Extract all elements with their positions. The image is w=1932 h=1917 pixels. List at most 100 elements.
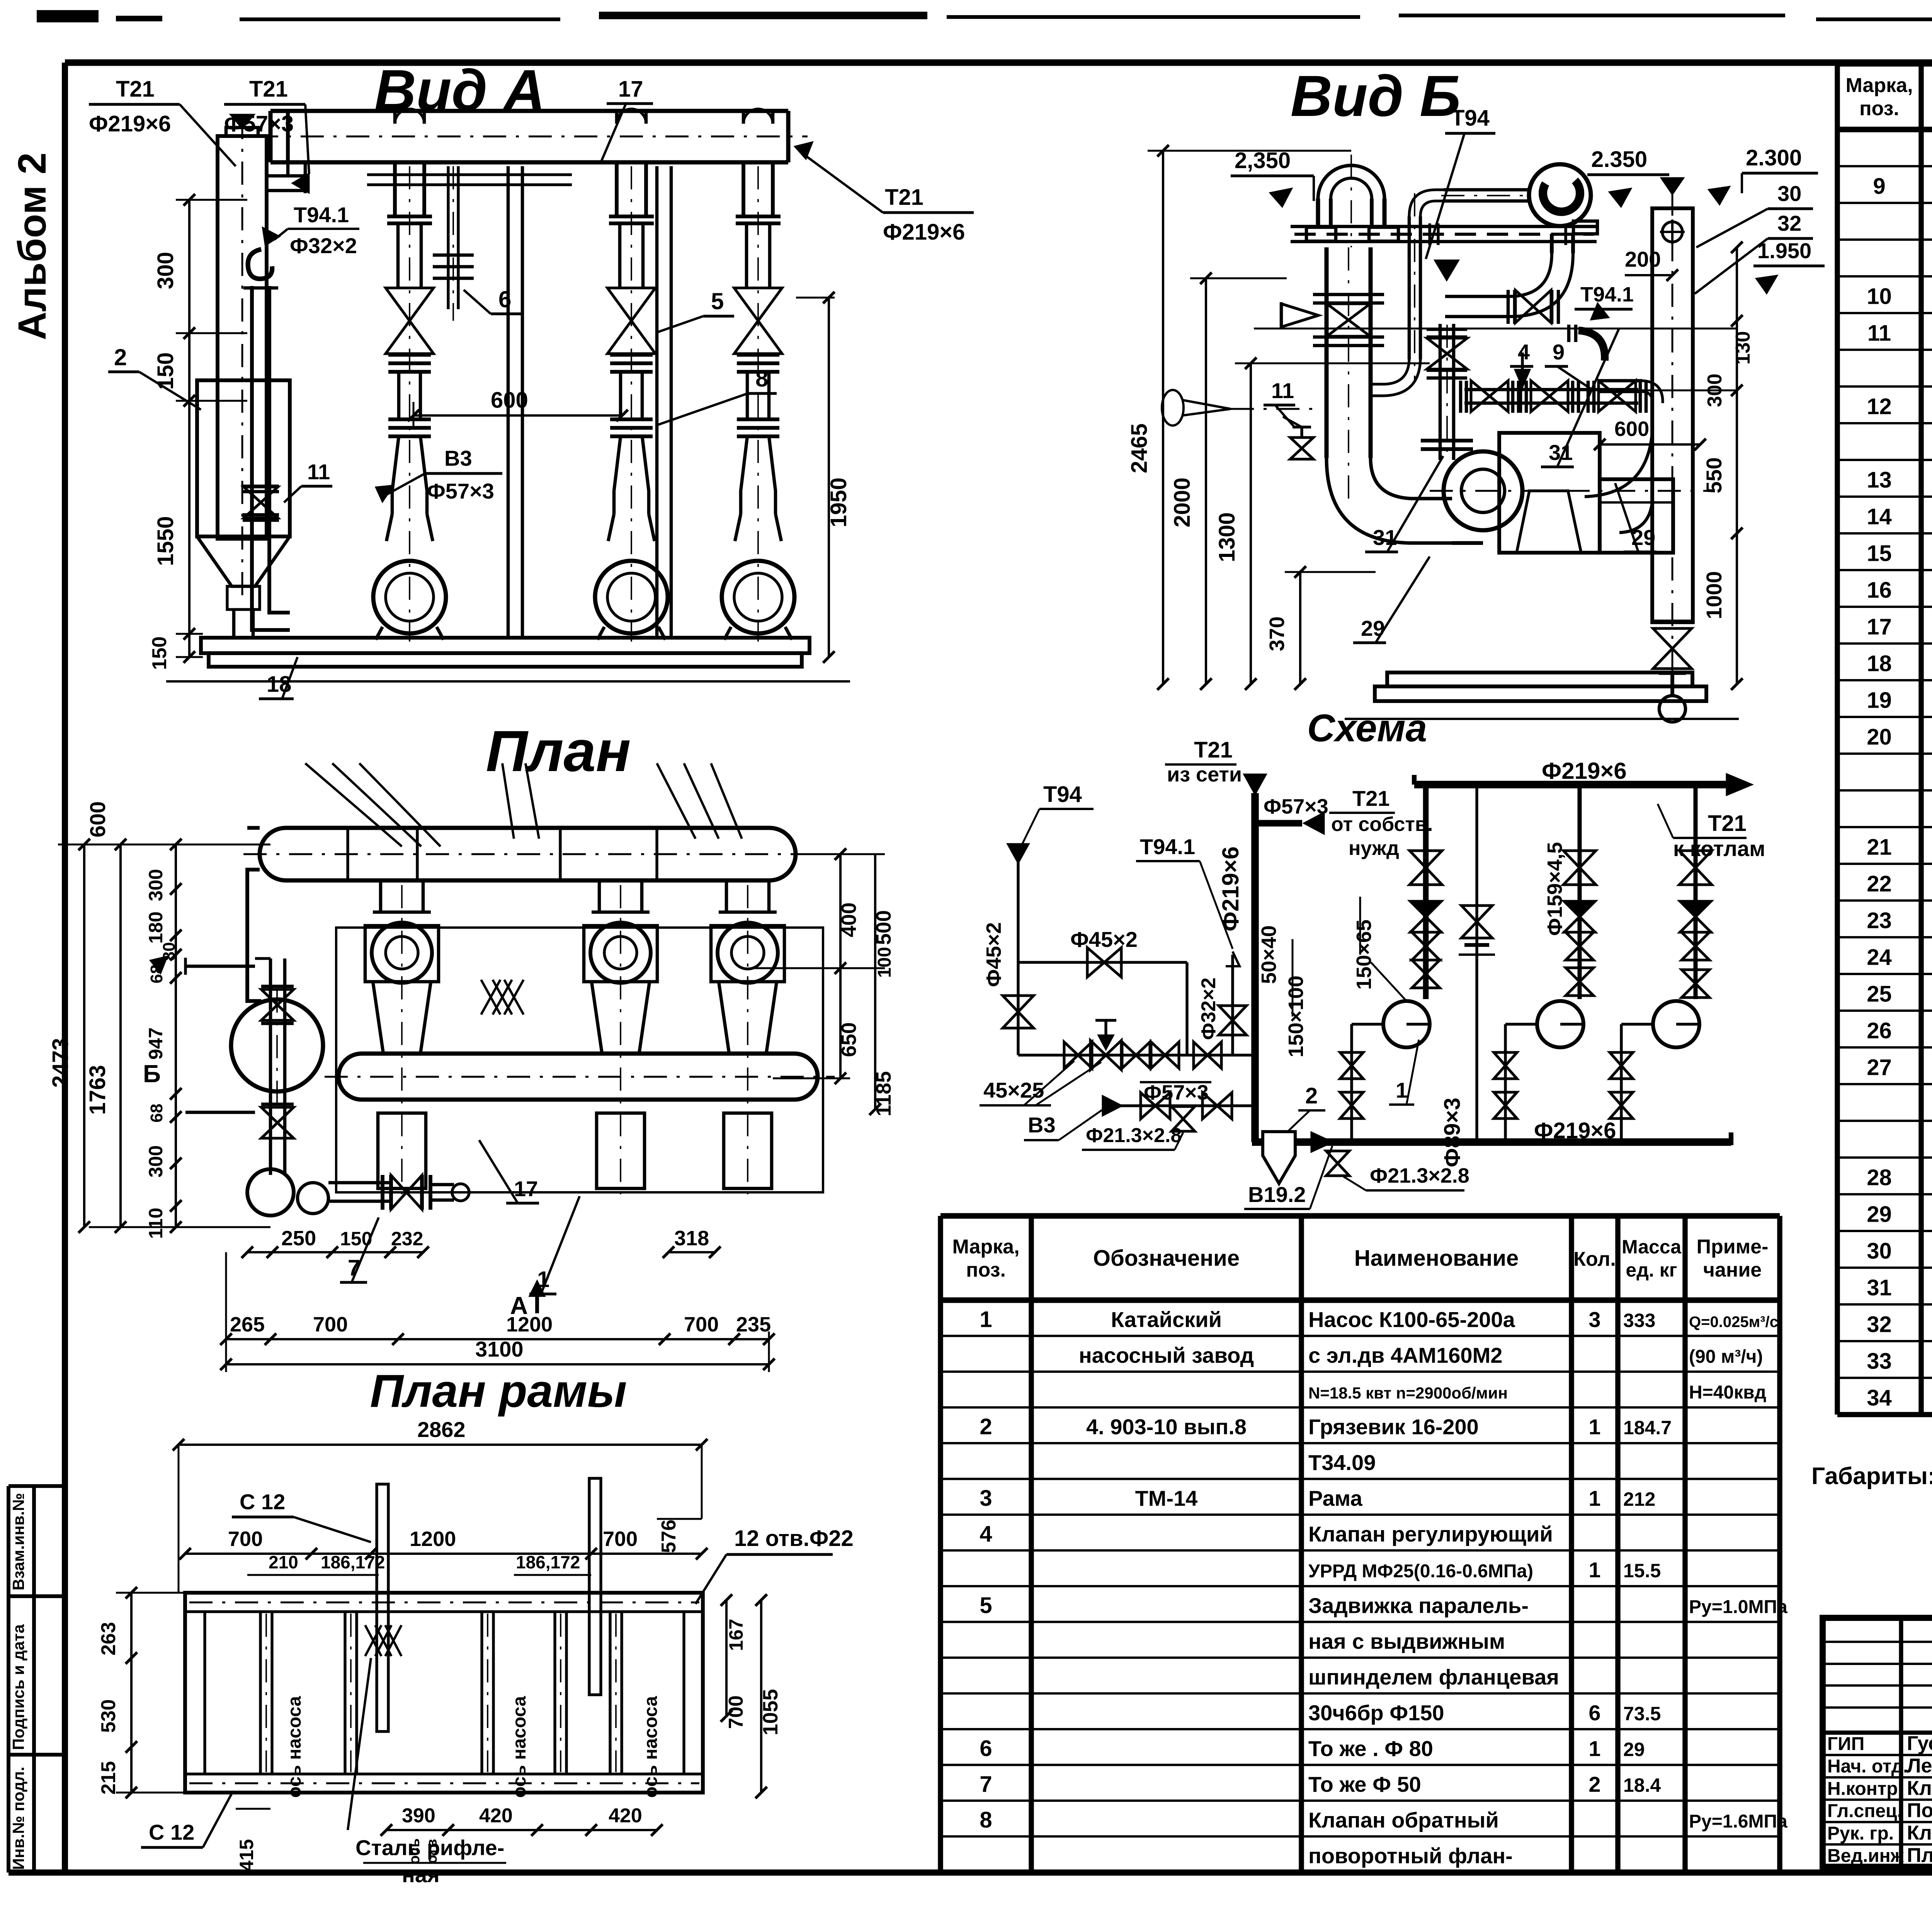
svg-text:2000: 2000 xyxy=(1170,477,1195,527)
svg-text:26: 26 xyxy=(1867,1018,1892,1043)
svg-text:поворотный флан-: поворотный флан- xyxy=(1308,1844,1513,1868)
svg-text:19: 19 xyxy=(1867,688,1892,713)
svg-text:Т21: Т21 xyxy=(1352,786,1390,810)
svg-text:С 12: С 12 xyxy=(149,1820,194,1844)
svg-text:Гл.спец.: Гл.спец. xyxy=(1827,1801,1902,1822)
svg-text:3100: 3100 xyxy=(475,1337,524,1361)
svg-text:6: 6 xyxy=(498,286,511,312)
svg-text:212: 212 xyxy=(1623,1488,1655,1510)
svg-text:В19.2: В19.2 xyxy=(1248,1182,1306,1207)
svg-text:17: 17 xyxy=(618,77,643,102)
svg-text:В3: В3 xyxy=(444,446,472,470)
svg-text:Насос К100-65-200а: Насос К100-65-200а xyxy=(1308,1307,1515,1331)
svg-text:1550: 1550 xyxy=(153,516,178,566)
svg-text:34: 34 xyxy=(1867,1385,1892,1410)
svg-text:4: 4 xyxy=(980,1521,992,1546)
svg-text:нужд: нужд xyxy=(1349,837,1399,860)
svg-text:50×40: 50×40 xyxy=(1257,925,1281,984)
svg-text:Ф219×6: Ф219×6 xyxy=(89,111,171,136)
svg-text:700: 700 xyxy=(228,1527,263,1551)
svg-text:23: 23 xyxy=(1867,908,1892,933)
svg-text:29: 29 xyxy=(1631,525,1655,550)
svg-text:То же . Ф 80: То же . Ф 80 xyxy=(1308,1736,1433,1760)
svg-text:8: 8 xyxy=(980,1807,992,1832)
svg-text:250: 250 xyxy=(281,1227,316,1250)
svg-text:318: 318 xyxy=(674,1227,709,1250)
svg-text:Т21: Т21 xyxy=(1194,737,1233,763)
svg-text:ось насоса: ось насоса xyxy=(641,1696,661,1798)
svg-text:Задвижка паралель-: Задвижка паралель- xyxy=(1308,1593,1529,1617)
svg-text:Клоков: Клоков xyxy=(1907,1777,1932,1800)
svg-text:С 12: С 12 xyxy=(240,1490,285,1514)
svg-text:Ру=1.6МПа: Ру=1.6МПа xyxy=(1689,1811,1787,1832)
svg-text:План: План xyxy=(486,718,631,783)
svg-text:700: 700 xyxy=(725,1696,747,1729)
svg-text:Ф89×3: Ф89×3 xyxy=(1440,1098,1465,1167)
svg-text:22: 22 xyxy=(1867,871,1892,896)
svg-text:68: 68 xyxy=(147,1104,166,1123)
svg-text:167: 167 xyxy=(725,1619,747,1651)
svg-text:12: 12 xyxy=(1867,394,1892,419)
svg-text:400: 400 xyxy=(837,902,861,937)
svg-text:2465: 2465 xyxy=(1127,423,1152,473)
svg-text:То же Ф 50: То же Ф 50 xyxy=(1308,1772,1421,1796)
svg-text:3: 3 xyxy=(1588,1307,1600,1331)
svg-text:Т94: Т94 xyxy=(1451,106,1490,131)
svg-text:11: 11 xyxy=(307,460,330,484)
svg-text:Т21: Т21 xyxy=(116,77,155,102)
svg-text:Т21: Т21 xyxy=(885,185,923,210)
svg-text:Марка,: Марка, xyxy=(1845,74,1913,97)
svg-text:2.350: 2.350 xyxy=(1591,147,1647,172)
svg-text:184.7: 184.7 xyxy=(1623,1417,1672,1439)
svg-text:5: 5 xyxy=(711,288,724,314)
svg-text:(90 м³/ч): (90 м³/ч) xyxy=(1689,1347,1763,1367)
svg-text:370: 370 xyxy=(1265,616,1289,651)
svg-text:Рама: Рама xyxy=(1308,1486,1362,1510)
svg-text:550: 550 xyxy=(1702,457,1726,493)
svg-text:6: 6 xyxy=(1588,1701,1600,1725)
svg-text:Ф45×2: Ф45×2 xyxy=(982,922,1005,987)
svg-text:Т94.1: Т94.1 xyxy=(294,203,349,227)
svg-text:2862: 2862 xyxy=(417,1417,466,1442)
svg-text:Н.контр.: Н.контр. xyxy=(1827,1779,1903,1799)
svg-text:Ф32×2: Ф32×2 xyxy=(1197,977,1220,1040)
svg-text:186,172: 186,172 xyxy=(321,1552,385,1572)
svg-text:130: 130 xyxy=(1732,331,1754,365)
svg-text:Н=40квд: Н=40квд xyxy=(1689,1382,1766,1403)
svg-text:Т34.09: Т34.09 xyxy=(1308,1450,1376,1474)
svg-text:2,350: 2,350 xyxy=(1235,148,1291,173)
svg-text:3: 3 xyxy=(980,1486,992,1511)
svg-text:ная с выдвижным: ная с выдвижным xyxy=(1308,1629,1505,1653)
svg-text:1: 1 xyxy=(980,1307,992,1332)
svg-text:10: 10 xyxy=(1867,284,1892,309)
svg-text:ГИП: ГИП xyxy=(1827,1734,1864,1754)
svg-text:к котлам: к котлам xyxy=(1673,836,1765,861)
svg-text:333: 333 xyxy=(1623,1309,1655,1331)
svg-text:поз.: поз. xyxy=(1859,97,1899,120)
svg-text:150×65: 150×65 xyxy=(1352,919,1376,990)
svg-text:Ф219×6: Ф219×6 xyxy=(1218,846,1243,931)
svg-text:Ф159×4,5: Ф159×4,5 xyxy=(1543,842,1566,936)
svg-text:31: 31 xyxy=(1867,1275,1892,1300)
svg-text:1950: 1950 xyxy=(826,477,851,527)
svg-text:ед. кг: ед. кг xyxy=(1626,1259,1677,1281)
svg-text:из сети: из сети xyxy=(1167,763,1242,786)
svg-text:24: 24 xyxy=(1867,945,1892,970)
svg-text:ТМ-14: ТМ-14 xyxy=(1135,1486,1198,1510)
svg-text:1763: 1763 xyxy=(85,1065,110,1115)
svg-text:263: 263 xyxy=(97,1622,120,1656)
svg-text:Приме-: Приме- xyxy=(1697,1236,1769,1258)
svg-text:150: 150 xyxy=(148,637,171,670)
svg-text:17: 17 xyxy=(514,1176,538,1201)
svg-text:шпинделем фланцевая: шпинделем фланцевая xyxy=(1308,1665,1559,1689)
svg-text:68: 68 xyxy=(147,965,166,984)
svg-text:Т21: Т21 xyxy=(249,77,288,102)
svg-text:2: 2 xyxy=(1588,1772,1600,1796)
svg-text:1055: 1055 xyxy=(759,1689,782,1735)
svg-text:150×100: 150×100 xyxy=(1284,976,1308,1057)
svg-text:Взам.инв.№: Взам.инв.№ xyxy=(9,1493,27,1590)
svg-text:2473: 2473 xyxy=(48,1038,73,1088)
svg-text:Т94.1: Т94.1 xyxy=(1580,283,1634,306)
svg-text:Габариты: длина - 3.100мм: Габариты: длина - 3.100мм xyxy=(1811,1463,1932,1490)
svg-text:Вед.инж: Вед.инж xyxy=(1827,1845,1904,1866)
